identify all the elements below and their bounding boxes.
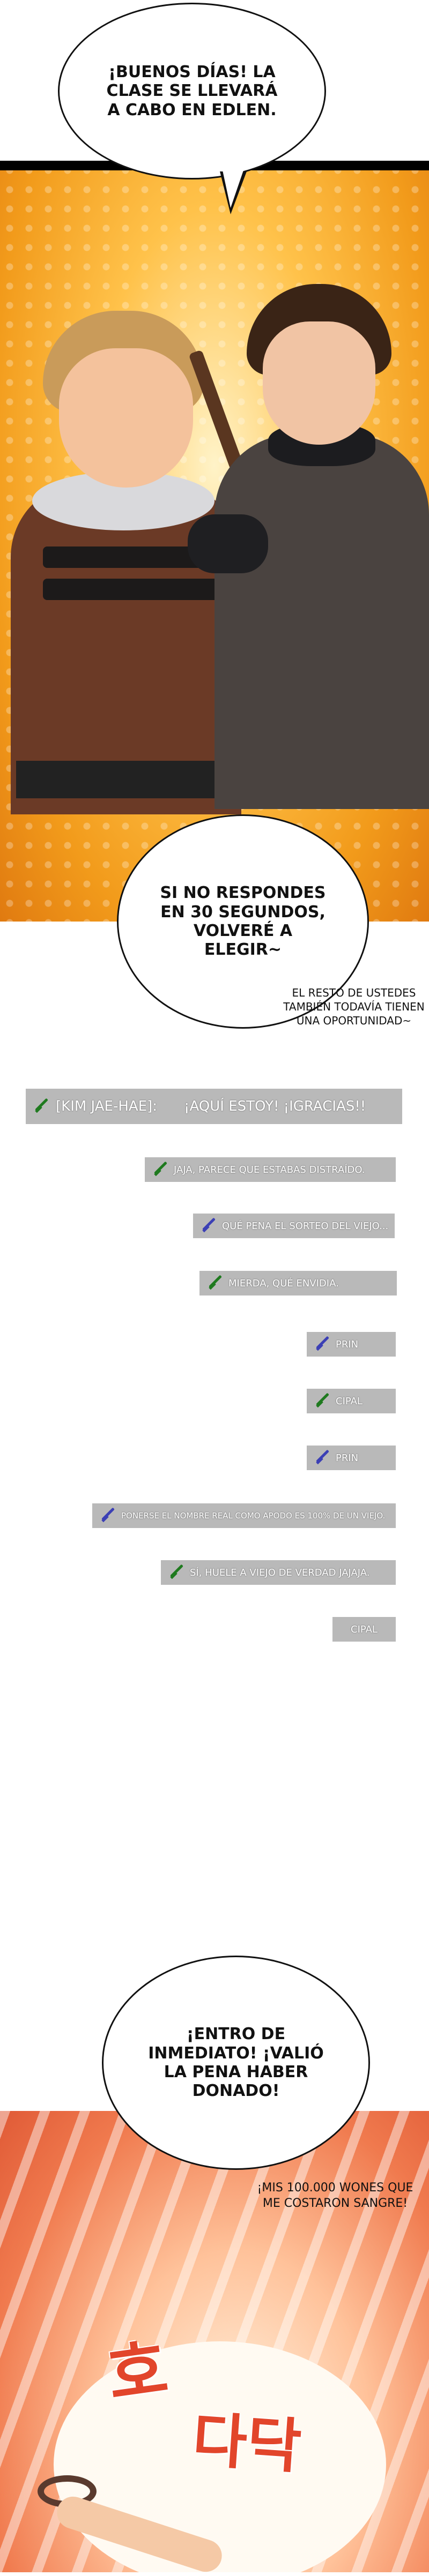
chat-message-text: PRIN [336,1452,359,1464]
blue-sword-icon [314,1336,330,1352]
aside-text: EL RESTO DE USTEDES TAMBIÉN TODAVÍA TIEN… [283,986,425,1027]
blue-sword-icon [201,1218,217,1234]
chat-message-text: SÍ, HUELE A VIEJO DE VERDAD JAJAJA. [190,1567,370,1578]
chat-username: [KIM JAE-HAE]: [56,1098,158,1114]
chat-message-text: MIERDA, QUÉ ENVIDIA. [228,1277,339,1289]
chat-message: SÍ, HUELE A VIEJO DE VERDAD JAJAJA. [161,1560,396,1585]
sound-effect: 다닥 [190,2405,304,2481]
chat-message: PRIN [307,1446,396,1470]
aside-text: ¡MIS 100.000 WONES QUE ME COSTARON SANGR… [257,2181,413,2210]
speech-bubble-tail-fill [223,170,243,208]
character-2-face [263,321,375,445]
chat-message: PONERSE EL NOMBRE REAL COMO APODO ES 100… [92,1503,396,1528]
chat-message: JAJA, PARECE QUE ESTABAS DISTRAÍDO. [145,1157,396,1182]
green-sword-icon [152,1162,168,1178]
chat-message: CIPAL [307,1389,396,1413]
chat-message: PRIN [307,1332,396,1357]
chat-message-main: [KIM JAE-HAE]: ¡AQUÍ ESTOY! ¡IGRACIAS!! [26,1089,402,1124]
chat-message: QUÉ PENA EL SORTEO DEL VIEJO... [193,1214,395,1238]
speech-bubble-greeting: ¡BUENOS DÍAS! LA CLASE SE LLEVARÁ A CABO… [58,3,326,179]
green-sword-icon [33,1098,49,1114]
gloved-hand-thumbs-up [188,514,268,573]
character-1-belt [16,761,241,798]
character-1-face [59,348,193,488]
green-sword-icon [314,1393,330,1409]
green-sword-icon [207,1275,223,1291]
chat-message-text: QUÉ PENA EL SORTEO DEL VIEJO... [222,1220,389,1232]
blue-sword-icon [100,1508,116,1524]
chat-message-text: JAJA, PARECE QUE ESTABAS DISTRAÍDO. [174,1164,365,1175]
chat-message-text: CIPAL [336,1395,363,1407]
character-2-body [214,434,429,809]
chat-message-text: PONERSE EL NOMBRE REAL COMO APODO ES 100… [121,1511,386,1521]
chat-message-text: CIPAL [351,1623,378,1635]
character-1-strap [43,579,220,600]
green-sword-icon [168,1564,184,1581]
speech-bubble-entering: ¡ENTRO DE INMEDIATO! ¡VALIÓ LA PENA HABE… [102,1956,370,2170]
speech-bubble-timer: SI NO RESPONDES EN 30 SEGUNDOS, VOLVERÉ … [117,814,369,1029]
blue-sword-icon [314,1450,330,1466]
chat-message-text: ¡AQUÍ ESTOY! ¡IGRACIAS!! [184,1098,366,1114]
chat-message-text: PRIN [336,1338,359,1350]
chat-message: CIPAL [332,1617,396,1642]
chat-message: MIERDA, QUÉ ENVIDIA. [199,1271,397,1296]
